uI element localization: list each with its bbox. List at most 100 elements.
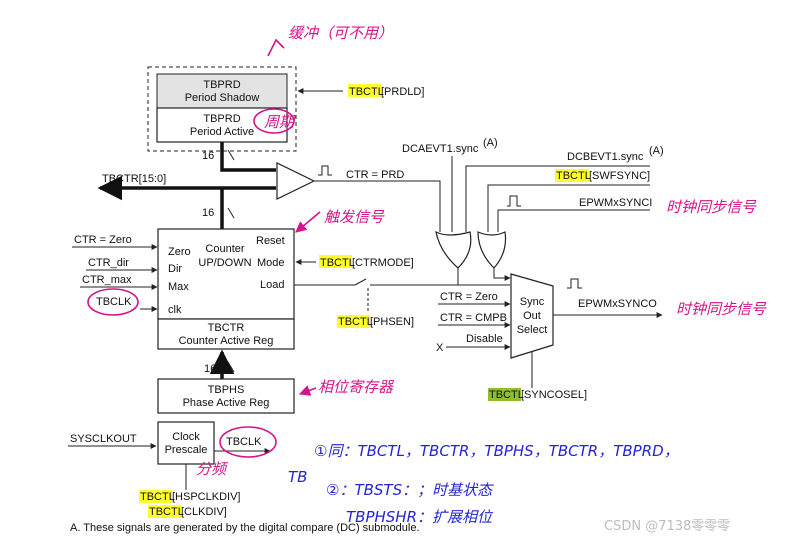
prdld-highlight xyxy=(348,84,381,97)
hspclkdiv-highlight xyxy=(139,490,172,503)
or-gate-1 xyxy=(435,230,472,269)
clock-title-1: Clock xyxy=(172,431,200,443)
tbprd-shadow-title: TBPRD xyxy=(203,79,240,91)
clock-prescale-box xyxy=(157,421,215,465)
note-sync-in: 时钟同步信号 xyxy=(666,198,757,216)
prdld-reg: TBCTL xyxy=(349,86,384,98)
ctrmode-field: [CTRMODE] xyxy=(352,257,414,269)
clkdiv-reg: TBCTL xyxy=(149,506,184,518)
counter-in-dir: Dir xyxy=(168,263,182,275)
sync-block-3: Select xyxy=(517,324,548,336)
tbprd-dashed-frame xyxy=(147,66,297,152)
sync-in-disable: Disable xyxy=(466,333,503,345)
tbphs-sub: Phase Active Reg xyxy=(183,397,270,409)
note-phase: 相位寄存器 xyxy=(318,378,395,396)
phsen-reg: TBCTL xyxy=(338,316,373,328)
dcbevt-sup: (A) xyxy=(649,145,664,157)
note-list-3: TBPHSHR：扩展相位 xyxy=(346,508,494,526)
tbphs-box xyxy=(157,378,295,414)
sync-out-select xyxy=(510,273,554,359)
watermark: CSDN @7138零零零 xyxy=(604,519,730,534)
swfsync-field: [SWFSYNC] xyxy=(589,170,650,182)
swfsync-wire xyxy=(487,184,650,232)
swfsync-highlight xyxy=(555,169,589,182)
phsen-field: [PHSEN] xyxy=(370,316,414,328)
syncosel-field: [SYNCOSEL] xyxy=(521,389,587,401)
tbprd-active-sub: Period Active xyxy=(190,126,254,138)
bus-width-2: 16 xyxy=(202,207,214,219)
epwmxsynci-wire xyxy=(497,209,650,232)
pulse-icon-1 xyxy=(318,165,332,176)
pulse-icon-3 xyxy=(567,278,582,289)
sync-in-cmpb: CTR = CMPB xyxy=(440,312,507,324)
tbclk-circle xyxy=(87,288,139,316)
sync-in-zero: CTR = Zero xyxy=(440,291,498,303)
counter-block xyxy=(157,228,295,320)
ctr-prd-label: CTR = PRD xyxy=(346,169,404,181)
footnote: A. These signals are generated by the di… xyxy=(70,522,420,534)
tbctr-reg-title: TBCTR xyxy=(208,322,245,334)
tbprd-active-title: TBPRD xyxy=(203,113,240,125)
dcaevt-sup: (A) xyxy=(483,137,498,149)
or-gate-2 xyxy=(477,231,507,269)
phase-arrow xyxy=(298,385,317,396)
sync-in-x: X xyxy=(436,342,444,354)
syncosel-highlight xyxy=(488,388,521,401)
tbclk-out-label: TBCLK xyxy=(226,436,262,448)
counter-out-reset: Reset xyxy=(256,235,285,247)
bus-width-1: 16 xyxy=(202,150,214,162)
tbprd-shadow-sub: Period Shadow xyxy=(185,92,260,104)
input-ctr-dir: CTR_dir xyxy=(88,257,129,269)
counter-title-2: UP/DOWN xyxy=(198,257,251,269)
or-gate-2-out xyxy=(493,268,511,281)
hspclkdiv-reg: TBCTL xyxy=(140,491,175,503)
tbctr-bus-label: TBCTR[15:0] xyxy=(102,173,166,185)
pulse-icon-2 xyxy=(507,195,521,207)
clock-title-2: Prescale xyxy=(165,444,208,456)
note-list-prefix: TB xyxy=(288,468,307,486)
tbprd-bus xyxy=(220,142,276,172)
note-sync-out: 时钟同步信号 xyxy=(676,300,767,318)
tbclk-out-circle xyxy=(219,426,277,458)
clkdiv-field: [CLKDIV] xyxy=(181,506,227,518)
dcbevt-label: DCBEVT1.sync xyxy=(567,151,644,163)
dcbevt-wire xyxy=(465,165,650,232)
tbphs-title: TBPHS xyxy=(208,384,245,396)
note-trigger: 触发信号 xyxy=(324,208,385,226)
load-switch xyxy=(354,278,367,286)
input-ctr-zero: CTR = Zero xyxy=(74,234,132,246)
bus-width-3: 16 xyxy=(204,363,216,375)
prdld-field: [PRDLD] xyxy=(381,86,424,98)
dcaevt-label: DCAEVT1.sync xyxy=(402,143,479,155)
tbctr-reg-sub: Counter Active Reg xyxy=(179,335,274,347)
sync-block-2: Out xyxy=(523,310,541,322)
ctrmode-highlight xyxy=(319,255,352,268)
hspclkdiv-field: [HSPCLKDIV] xyxy=(172,491,240,503)
active-circle xyxy=(253,108,295,134)
comparator xyxy=(276,162,316,200)
input-ctr-max: CTR_max xyxy=(82,274,132,286)
counter-out-load: Load xyxy=(260,279,284,291)
syncosel-reg: TBCTL xyxy=(489,389,524,401)
counter-out-mode: Mode xyxy=(257,257,285,269)
counter-in-clk: clk xyxy=(168,304,182,316)
sync-block-1: Sync xyxy=(520,296,545,308)
sysclkout-label: SYSCLKOUT xyxy=(70,433,137,445)
counter-title-1: Counter xyxy=(205,243,244,255)
swfsync-reg: TBCTL xyxy=(556,170,591,182)
epwmxsynci-label: EPWMxSYNCI xyxy=(579,197,652,209)
trigger-arrow xyxy=(295,211,321,233)
note-list-2: ②：TBSTS：；时基状态 xyxy=(326,481,494,499)
note-list-1: ①同：TBCTL，TBCTR，TBPHS，TBCTR，TBPRD， xyxy=(314,442,679,460)
sync-out-label: EPWMxSYNCO xyxy=(578,298,657,310)
bus-slash-3 xyxy=(227,361,235,373)
shadow-annotation-arrow xyxy=(267,38,285,57)
counter-in-max: Max xyxy=(168,281,189,293)
phsen-highlight xyxy=(337,315,370,328)
note-divide: 分频 xyxy=(196,460,229,478)
note-shadow: 缓冲（可不用） xyxy=(288,24,393,42)
counter-in-zero: Zero xyxy=(168,246,191,258)
bus-slash-2 xyxy=(227,207,235,219)
bus-slash-1 xyxy=(227,149,235,161)
